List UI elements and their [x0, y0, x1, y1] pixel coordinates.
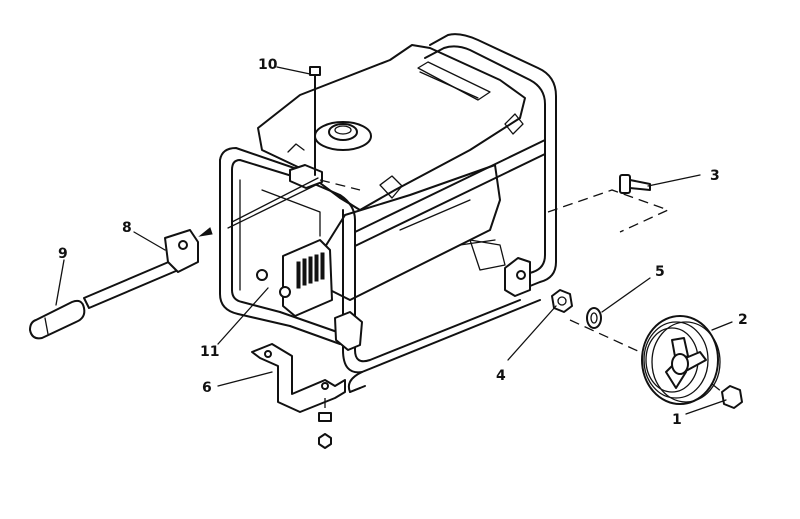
- leader-2: [711, 321, 733, 331]
- generator-assembly: [219, 33, 670, 393]
- callout-4: 4: [496, 368, 506, 384]
- leader-8: [133, 231, 166, 251]
- handle-grip: [29, 299, 86, 340]
- callout-3: 3: [710, 168, 720, 184]
- callout-1: 1: [672, 412, 682, 428]
- callout-11: 11: [200, 344, 219, 360]
- callout-9: 9: [58, 246, 68, 262]
- leader-10: [276, 66, 311, 75]
- assembly-line-axle: [569, 319, 641, 353]
- axle-bolt: [619, 174, 651, 194]
- tube-frame: [219, 33, 557, 393]
- handle-bracket: [164, 229, 199, 273]
- callout-10: 10: [258, 57, 278, 73]
- leader-9: [55, 259, 65, 306]
- mounting-foot-bracket: [251, 343, 346, 449]
- handle-assembly: [29, 177, 361, 340]
- leader-11: [217, 287, 269, 345]
- leader-6: [217, 371, 273, 387]
- callout-8: 8: [122, 220, 132, 236]
- hex-nut: [551, 289, 573, 313]
- assembly-line-bolt: [547, 189, 670, 233]
- callout-5: 5: [655, 264, 665, 280]
- leader-lines: [55, 66, 733, 415]
- washer: [586, 307, 602, 329]
- leader-5: [601, 277, 651, 313]
- handle-bar: [83, 257, 184, 309]
- callout-2: 2: [738, 312, 748, 328]
- callout-6: 6: [202, 380, 212, 396]
- wheel-bolt: [711, 383, 743, 409]
- leader-3: [647, 174, 701, 187]
- engine-body: [256, 164, 506, 317]
- leader-1: [685, 399, 727, 415]
- indicator-knob: [256, 269, 268, 281]
- control-panel: [282, 239, 333, 317]
- foot-bolt: [318, 412, 332, 422]
- foot-nut: [318, 433, 332, 449]
- pin-arrow-icon: [198, 227, 213, 237]
- callout-labels: 10 3 8 9 5 2 11 4 6 1: [58, 57, 748, 428]
- handle-bolt: [309, 66, 321, 176]
- wheel: [641, 315, 721, 405]
- leader-4: [507, 305, 557, 361]
